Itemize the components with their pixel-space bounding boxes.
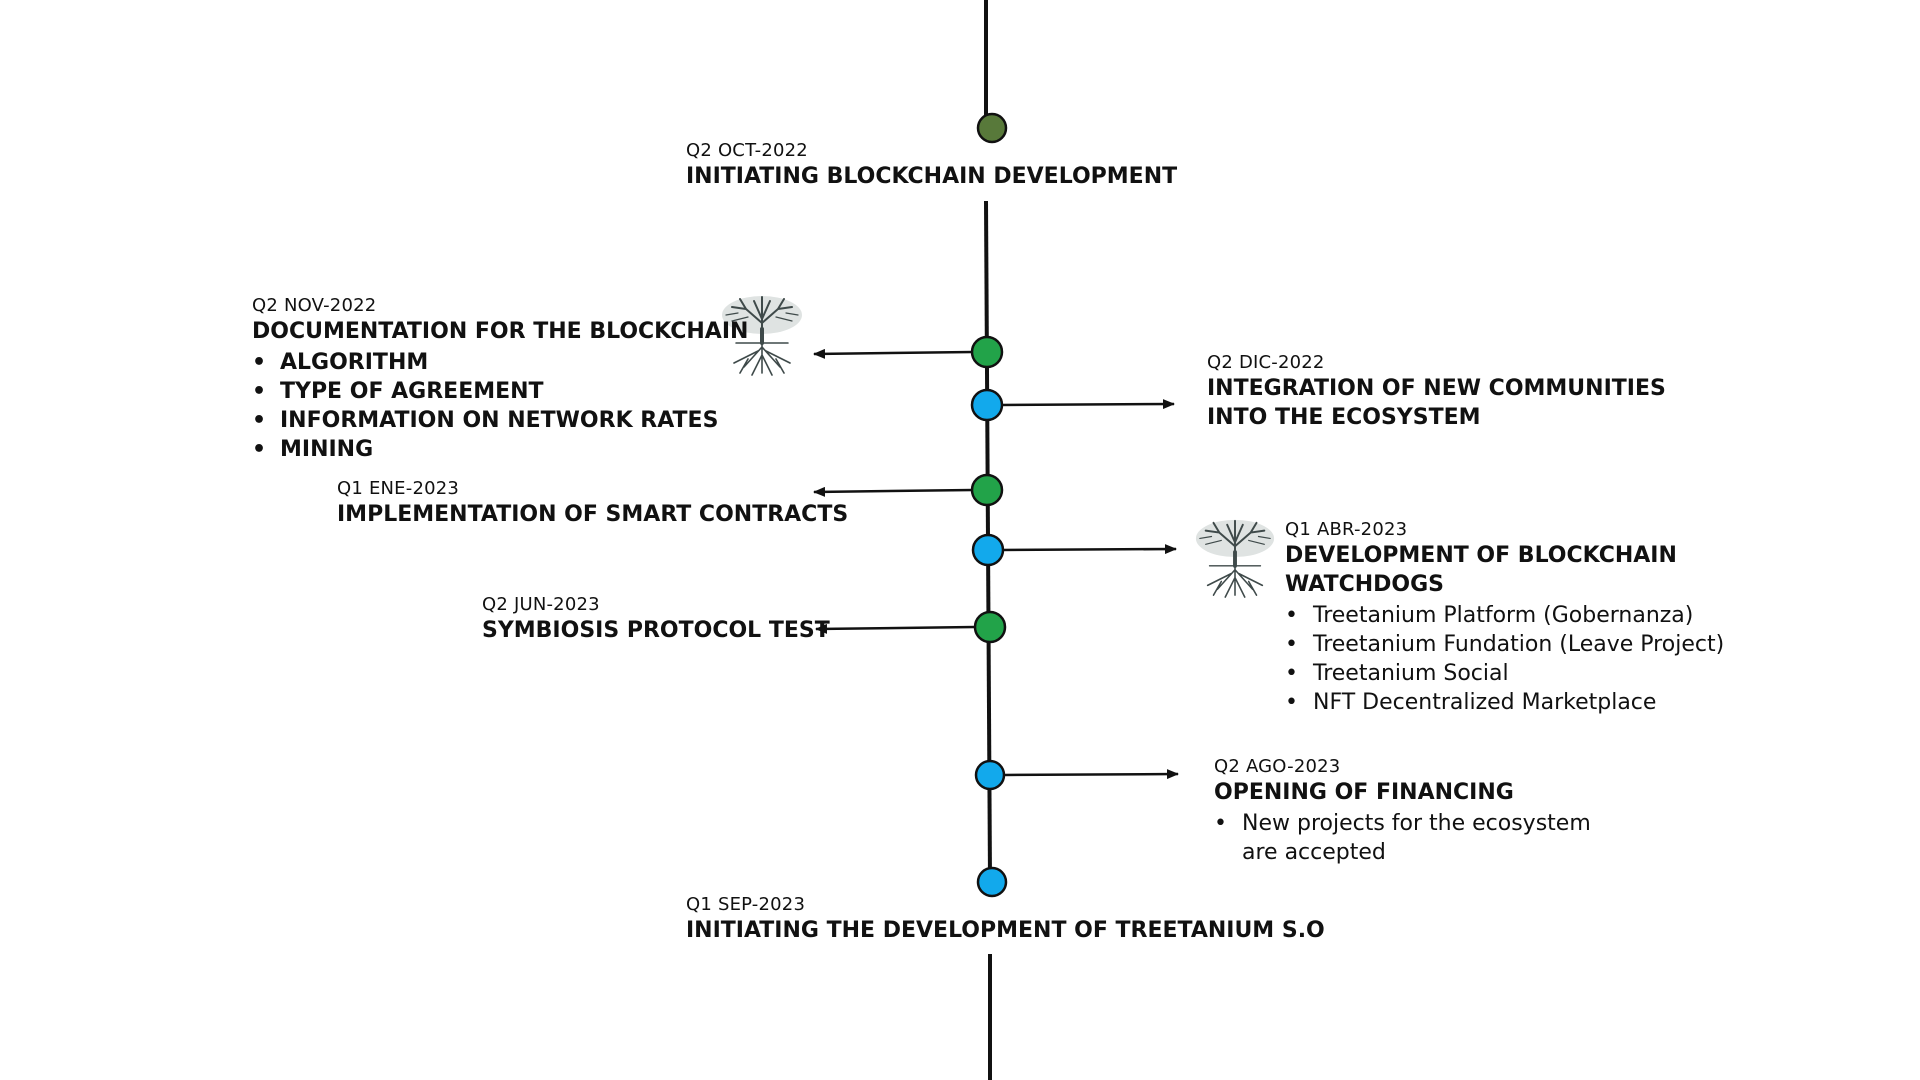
milestone-date: Q2 OCT-2022 bbox=[686, 140, 808, 161]
milestone-oct2022: Q2 OCT-2022 INITIATING BLOCKCHAIN DEVELO… bbox=[686, 140, 1177, 191]
arrow-to-dic2022 bbox=[998, 399, 1175, 410]
milestone-title: INITIATING THE DEVELOPMENT OF TREETANIUM… bbox=[686, 918, 1325, 943]
milestone-title: OPENING OF FINANCING bbox=[1214, 780, 1514, 805]
milestone-title: SYMBIOSIS PROTOCOL TEST bbox=[482, 618, 830, 643]
milestone-item: Treetanium Fundation (Leave Project) bbox=[1285, 630, 1724, 659]
milestone-date: Q1 ENE-2023 bbox=[337, 478, 460, 499]
milestone-title: IMPLEMENTATION OF SMART CONTRACTS bbox=[337, 502, 849, 527]
milestone-items: New projects for the ecosystem are accept… bbox=[1214, 809, 1591, 867]
milestone-date: Q2 JUN-2023 bbox=[482, 594, 600, 615]
arrow-to-ene2023 bbox=[813, 486, 974, 497]
milestone-title: INITIATING BLOCKCHAIN DEVELOPMENT bbox=[686, 164, 1178, 189]
milestone-title-line-2: WATCHDOGS bbox=[1285, 572, 1445, 597]
milestone-date: Q2 DIC-2022 bbox=[1207, 352, 1325, 373]
milestone-item: MINING bbox=[252, 435, 748, 464]
node-ene2023 bbox=[970, 473, 1004, 507]
milestone-date: Q1 SEP-2023 bbox=[686, 894, 806, 915]
milestone-item: TYPE OF AGREEMENT bbox=[252, 377, 748, 406]
node-oct2022 bbox=[976, 112, 1008, 144]
milestone-title-line-1: INTEGRATION OF NEW COMMUNITIES bbox=[1207, 376, 1666, 401]
arrow-to-abr2023 bbox=[999, 544, 1177, 555]
milestone-item: ALGORITHM bbox=[252, 348, 748, 377]
milestone-ago2023: Q2 AGO-2023 OPENING OF FINANCING New pro… bbox=[1214, 756, 1591, 867]
milestone-date: Q1 ABR-2023 bbox=[1285, 519, 1408, 540]
milestone-item-text: New projects for the ecosystem bbox=[1242, 811, 1591, 836]
arrow-to-nov2022 bbox=[813, 348, 974, 359]
milestone-jun2023: Q2 JUN-2023 SYMBIOSIS PROTOCOL TEST bbox=[482, 594, 830, 645]
arrow-to-ago2023 bbox=[1003, 769, 1179, 780]
milestone-title: DOCUMENTATION FOR THE BLOCKCHAIN bbox=[252, 319, 749, 344]
milestone-item: Treetanium Platform (Gobernanza) bbox=[1285, 601, 1724, 630]
node-abr2023 bbox=[971, 533, 1005, 567]
milestone-abr2023: Q1 ABR-2023 DEVELOPMENT OF BLOCKCHAIN WA… bbox=[1285, 519, 1724, 717]
milestone-sep2023: Q1 SEP-2023 INITIATING THE DEVELOPMENT O… bbox=[686, 894, 1325, 945]
milestone-item: Treetanium Social bbox=[1285, 659, 1724, 688]
node-dic2022 bbox=[970, 388, 1004, 422]
arrow-to-jun2023 bbox=[815, 623, 976, 634]
node-jun2023 bbox=[973, 610, 1007, 644]
milestone-ene2023: Q1 ENE-2023 IMPLEMENTATION OF SMART CONT… bbox=[337, 478, 848, 529]
node-ago2023 bbox=[974, 759, 1006, 791]
milestone-date: Q2 AGO-2023 bbox=[1214, 756, 1341, 777]
milestone-items: Treetanium Platform (Gobernanza) Treetan… bbox=[1285, 601, 1724, 717]
milestone-item-continuation: are accepted bbox=[1242, 840, 1386, 865]
tree-with-roots-icon bbox=[722, 296, 802, 376]
milestone-dic2022: Q2 DIC-2022 INTEGRATION OF NEW COMMUNITI… bbox=[1207, 352, 1666, 432]
milestone-date: Q2 NOV-2022 bbox=[252, 295, 377, 316]
milestone-title-line-1: DEVELOPMENT OF BLOCKCHAIN bbox=[1285, 543, 1677, 568]
tree-with-roots-icon bbox=[1195, 519, 1275, 598]
milestone-items: ALGORITHM TYPE OF AGREEMENT INFORMATION … bbox=[252, 348, 748, 464]
milestone-item: New projects for the ecosystem are accept… bbox=[1214, 809, 1591, 867]
milestone-item: INFORMATION ON NETWORK RATES bbox=[252, 406, 748, 435]
node-nov2022 bbox=[970, 335, 1004, 369]
milestone-item: NFT Decentralized Marketplace bbox=[1285, 688, 1724, 717]
milestone-title-line-2: INTO THE ECOSYSTEM bbox=[1207, 405, 1481, 430]
milestone-nov2022: Q2 NOV-2022 DOCUMENTATION FOR THE BLOCKC… bbox=[252, 295, 748, 464]
node-sep2023 bbox=[976, 866, 1008, 898]
